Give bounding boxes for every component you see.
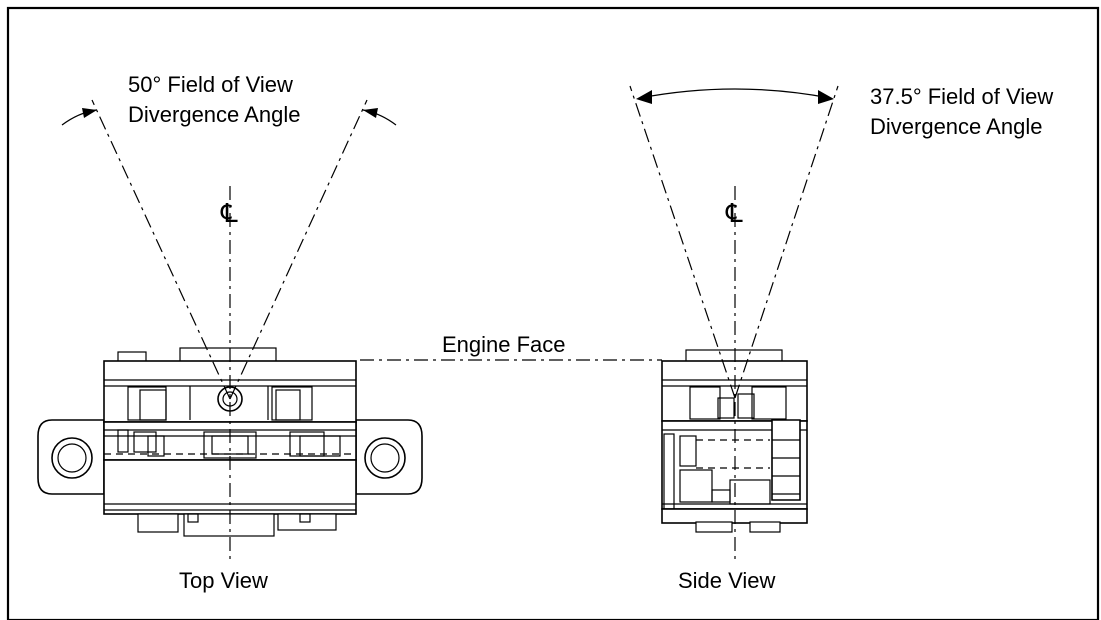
left-mount-hole-inner (57, 443, 87, 473)
side-fov-ray-left (629, 85, 736, 399)
side-fov-label-line1: 37.5° Field of View (870, 84, 1053, 109)
diagram-frame (6, 6, 1100, 620)
top-fov-label-line1: 50° Field of View (128, 72, 293, 97)
engine-face-label: Engine Face (442, 332, 566, 357)
top-center-window (179, 347, 277, 363)
left-mount-hole-outer (51, 437, 93, 479)
right-mount-hole-inner (370, 443, 400, 473)
top-centerline-symbol: ℄ (220, 198, 238, 228)
side-view-label: Side View (678, 568, 776, 593)
top-view-label: Top View (179, 568, 268, 593)
top-fov-ray-left (91, 99, 231, 400)
left-mounting-ear (37, 419, 105, 495)
side-fov-ray-right (734, 85, 839, 399)
top-fov-ray-right (229, 99, 368, 400)
right-mount-hole-outer (364, 437, 406, 479)
top-fov-label-line2: Divergence Angle (128, 102, 300, 127)
right-mounting-ear (355, 419, 423, 495)
side-centerline-symbol: ℄ (725, 198, 743, 228)
side-fov-arc (639, 88, 831, 99)
side-fov-label-line2: Divergence Angle (870, 114, 1042, 139)
